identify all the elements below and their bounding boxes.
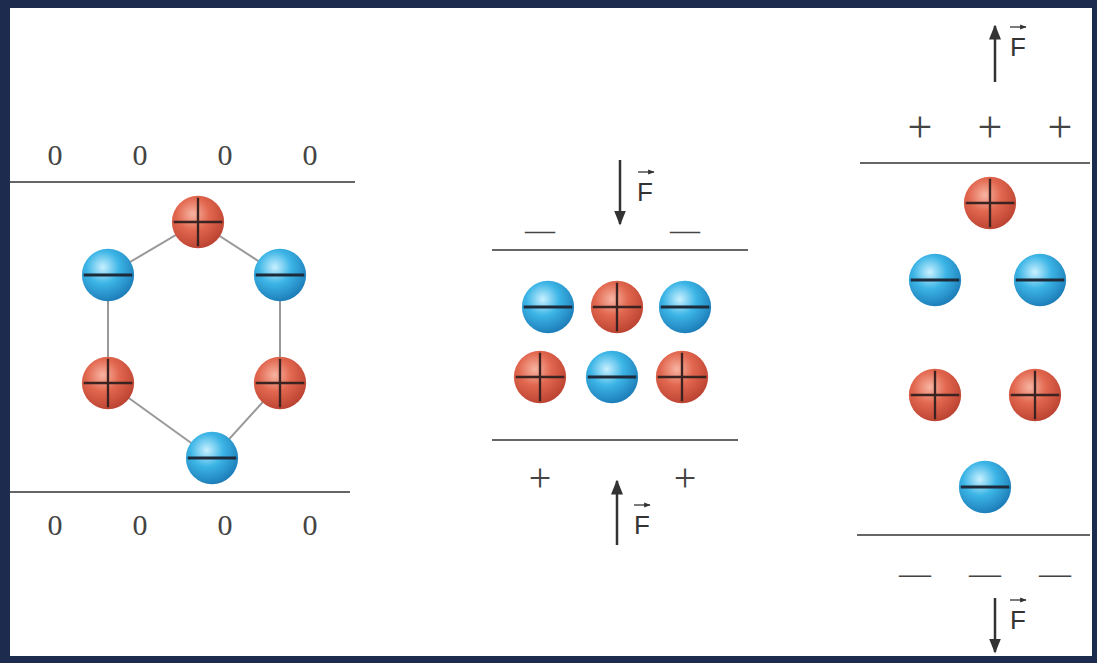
zero-charge: 0 — [48, 510, 63, 540]
zero-charge: 0 — [48, 140, 63, 170]
charge-sign: + — [529, 458, 552, 498]
charge-sign: — — [670, 215, 700, 245]
zero-charge: 0 — [218, 510, 233, 540]
charge-sign: — — [969, 557, 1001, 589]
charge-sign: + — [1048, 106, 1073, 150]
charge-sign: + — [908, 106, 933, 150]
charge-sign: — — [1039, 557, 1071, 589]
charge-sign: — — [525, 215, 555, 245]
zero-charge: 0 — [303, 140, 318, 170]
zero-charge: 0 — [303, 510, 318, 540]
charge-sign: — — [899, 557, 931, 589]
charge-sign: + — [674, 458, 697, 498]
force-label: F — [1010, 607, 1026, 633]
zero-charge: 0 — [133, 140, 148, 170]
force-label: F — [637, 179, 653, 205]
charge-sign: + — [978, 106, 1003, 150]
zero-charge: 0 — [133, 510, 148, 540]
force-label: F — [634, 512, 650, 538]
zero-charge: 0 — [218, 140, 233, 170]
force-label: F — [1010, 34, 1026, 60]
